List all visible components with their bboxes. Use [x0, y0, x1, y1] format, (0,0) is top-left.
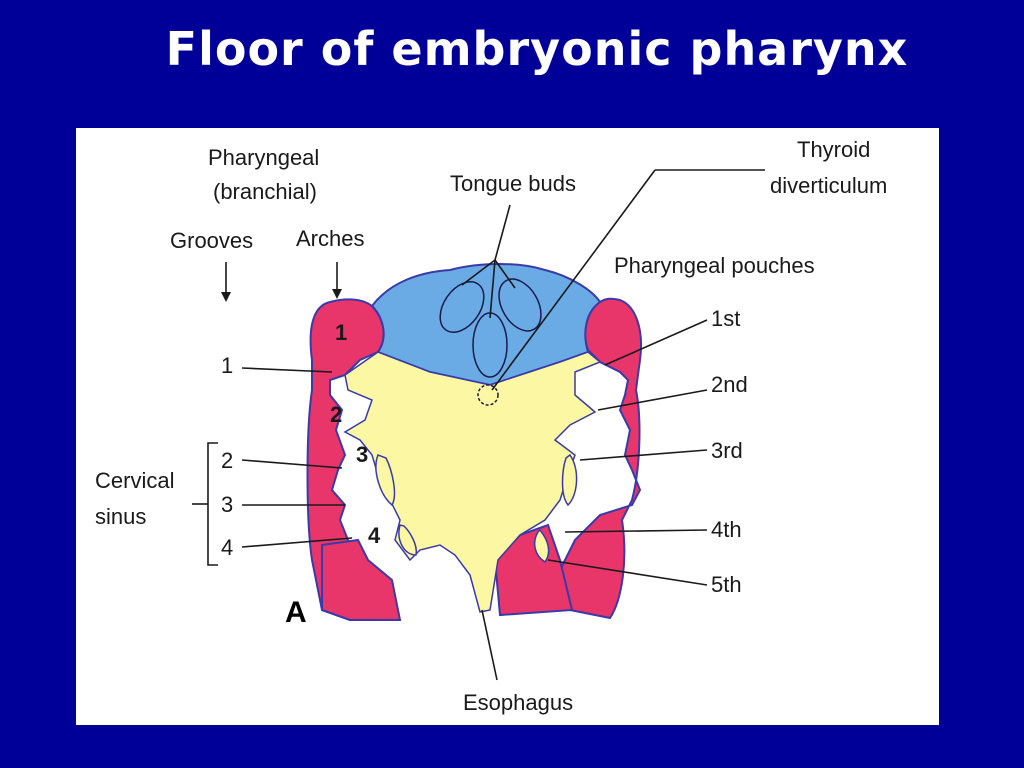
pouch-1st-label: 1st	[711, 306, 740, 331]
groove-2-label: 2	[221, 448, 233, 473]
pouch-4th-label: 4th	[711, 517, 742, 542]
slide-title: Floor of embryonic pharynx	[165, 22, 909, 76]
groove-4-label: 4	[221, 535, 233, 560]
sinus-label: sinus	[95, 504, 146, 529]
arch-2-label: 2	[330, 402, 342, 427]
left-pouch-3-protrusion	[375, 454, 396, 507]
groove-3-label: 3	[221, 492, 233, 517]
right-arches-shape	[558, 297, 642, 620]
tongue-buds-label: Tongue buds	[450, 171, 576, 196]
diverticulum-label: diverticulum	[770, 173, 887, 198]
pouch-2nd-label: 2nd	[711, 372, 748, 397]
left-pouch-4-protrusion	[398, 524, 418, 556]
cervical-label: Cervical	[95, 468, 174, 493]
thyroid-diverticulum-mark	[477, 384, 499, 406]
arch-1-label: 1	[335, 320, 347, 345]
arches-label: Arches	[296, 226, 364, 251]
panel-letter: A	[285, 596, 307, 629]
left-lower-arch	[321, 538, 402, 621]
esophagus-label: Esophagus	[463, 690, 573, 715]
pharyngeal-pouches-label: Pharyngeal pouches	[614, 253, 815, 278]
pouch-3rd-label: 3rd	[711, 438, 743, 463]
tongue-bud-right	[498, 278, 542, 332]
right-pouch-3-protrusion	[561, 453, 578, 507]
thyroid-label: Thyroid	[797, 137, 870, 162]
arches-arrowhead	[332, 289, 342, 299]
grooves-label: Grooves	[170, 228, 253, 253]
pharyngeal-label: Pharyngeal	[208, 145, 319, 170]
right-pouch-4-protrusion	[533, 528, 550, 564]
branchial-label: (branchial)	[213, 179, 317, 204]
groove-1-label: 1	[221, 353, 233, 378]
arch-3-label: 3	[356, 442, 368, 467]
grooves-arrowhead	[221, 292, 231, 302]
pouch-5th-label: 5th	[711, 572, 742, 597]
arch-4-label: 4	[368, 523, 381, 548]
tongue-bud-left	[439, 281, 485, 333]
